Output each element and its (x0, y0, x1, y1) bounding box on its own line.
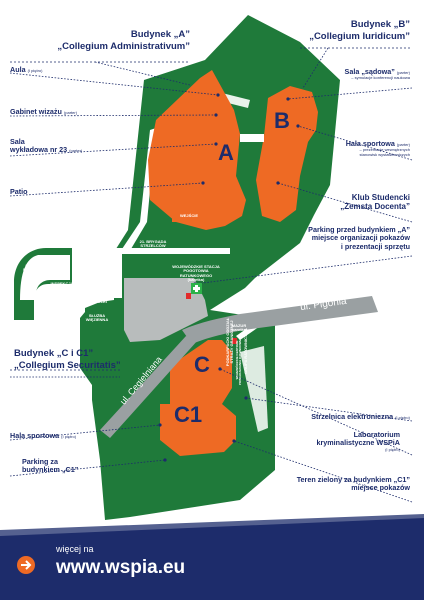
label-sala-23: Sala wykładowa nr 23 (parter) (10, 137, 83, 155)
building-b-title: Budynek „B” (350, 19, 410, 30)
building-a-title: Budynek „A” (130, 29, 190, 40)
label-parking-a: Parking przed budynkiem „A” miejsce orga… (308, 225, 410, 251)
letter-c1: C1 (174, 402, 203, 427)
label-wejscie: WEJŚCIE (179, 213, 198, 218)
street-pigonia (182, 296, 378, 344)
building-c (170, 340, 232, 410)
building-a (148, 70, 246, 230)
label-wot: WOT (55, 267, 65, 272)
label-laboratorium: Laboratorium kryminalistyczne WSPiA (I p… (316, 430, 401, 452)
label-patio: Patio (10, 187, 28, 196)
label-mazur: MAZUR(karetka) (230, 323, 248, 333)
leader-lines (9, 47, 413, 503)
label-vertical-2: WOJEWÓDZKIE CENTRUM POWIADAMIANIA RATUNK… (235, 334, 243, 386)
location-dots (158, 93, 300, 462)
label-policja: POLICJA (93, 249, 111, 254)
footer-website-link[interactable]: www.wspia.eu (56, 557, 186, 578)
first-aid-cross-icon (191, 283, 202, 294)
label-jarzys: JARZYS (42, 257, 58, 262)
arrow-right-icon[interactable] (17, 556, 35, 574)
building-b (256, 86, 318, 222)
letter-c: C (194, 352, 210, 377)
label-aula: Aula (I piętro) (10, 65, 43, 74)
label-vertical-3: GRUPA RATOWNICTWA (243, 328, 248, 374)
label-strzelnica: Strzelnica elektroniczna (I piętro) (311, 412, 410, 421)
street-cegielniana (100, 336, 198, 438)
building-a-subtitle: „Collegium Administrativum” (57, 41, 190, 52)
label-teren-zielony: Teren zielony za budynkiem „C1” miejsce … (296, 475, 410, 493)
letter-b: B (274, 108, 290, 133)
label-hala-b: Hala sportowa (parter) – prezentacje wew… (345, 139, 410, 157)
label-klub: Klub Studencki „Zemsta Docenta” (340, 193, 410, 212)
footer-more-text: więcej na (56, 544, 94, 554)
building-c-subtitle: „Collegium Securitatis” (14, 360, 121, 371)
label-parking-c1: Parking za budynkiem „C1” (22, 457, 79, 475)
red-marker-icon (186, 293, 237, 344)
label-sala-sadowa: Sala „sądowa” (parter) – symulacje konfe… (344, 67, 410, 81)
label-hala-c: Hala sportowa (I piętro) (10, 431, 77, 440)
label-gabinet: Gabinet wizażu (parter) (10, 107, 78, 116)
building-b-subtitle: „Collegium Iuridicum” (309, 31, 410, 42)
footer-banner (0, 514, 424, 600)
letter-a: A (218, 140, 234, 165)
building-c1 (160, 404, 236, 456)
label-vertical-1: PODKARPACKI ODDZIAŁ STRAŻY GRANICZNEJ (225, 317, 235, 367)
building-c-title: Budynek „C i C1” (14, 348, 94, 359)
